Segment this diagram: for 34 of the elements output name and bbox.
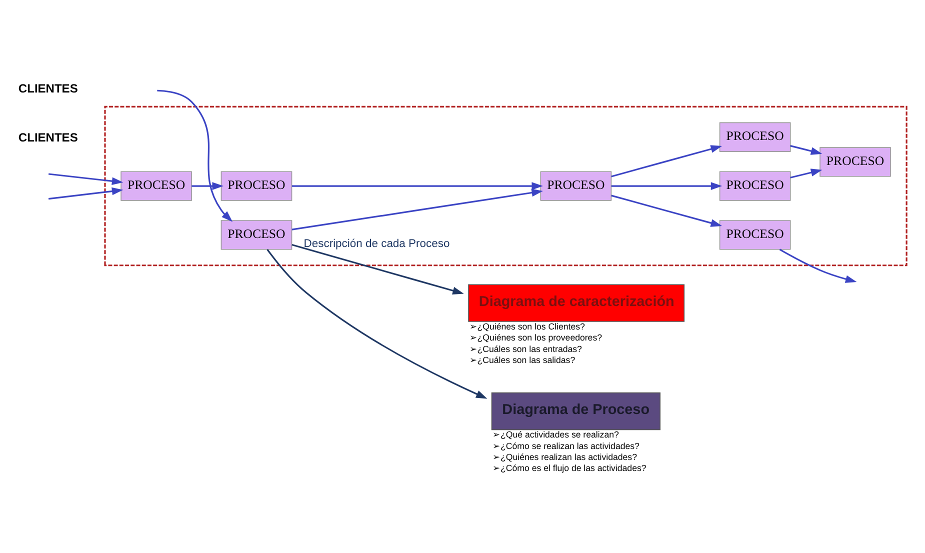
arrow [192, 182, 224, 190]
arrow [292, 182, 543, 190]
label: CLIENTES [18, 81, 78, 96]
arrow [611, 194, 722, 226]
edge-label: Descripción de cada Proceso [304, 238, 450, 250]
arrow [779, 248, 857, 282]
arrow [157, 89, 233, 222]
node-label: ➢¿Qué actividades se realizan? [492, 429, 619, 440]
node-box: PROCESO [220, 220, 292, 250]
node-label: ➢¿Cómo se realizan las actividades? [492, 440, 640, 450]
node-label: ➢¿Cuáles son las entradas? [469, 343, 582, 354]
node-box: PROCESO [220, 170, 292, 200]
node-label: ➢¿Cuáles son las salidas? [469, 354, 576, 365]
node-box: PROCESO [820, 146, 891, 176]
arrow [790, 144, 822, 154]
node-label: ➢¿Cómo es el flujo de las actividades? [492, 462, 646, 473]
node-box: PROCESO [719, 220, 791, 250]
arrow [48, 172, 124, 185]
arrow [48, 186, 124, 200]
cluster [104, 105, 908, 266]
node-box: PROCESO [719, 122, 791, 152]
node-box: PROCESO [120, 170, 192, 200]
arrow [266, 248, 488, 398]
arrow [292, 244, 464, 294]
arrow [292, 188, 543, 230]
node-label: ➢¿Quiénes son los proveedores? [469, 332, 602, 342]
label: CLIENTES [18, 130, 78, 144]
node-box: PROCESO [719, 170, 791, 200]
node-label: ➢¿Quiénes realizan las actividades? [492, 452, 637, 462]
arrow [611, 182, 722, 190]
node-label: ➢¿Quiénes son los Clientes? [469, 320, 585, 331]
node-box: PROCESO [540, 170, 612, 200]
arrow [790, 168, 822, 178]
arrow [611, 144, 722, 177]
